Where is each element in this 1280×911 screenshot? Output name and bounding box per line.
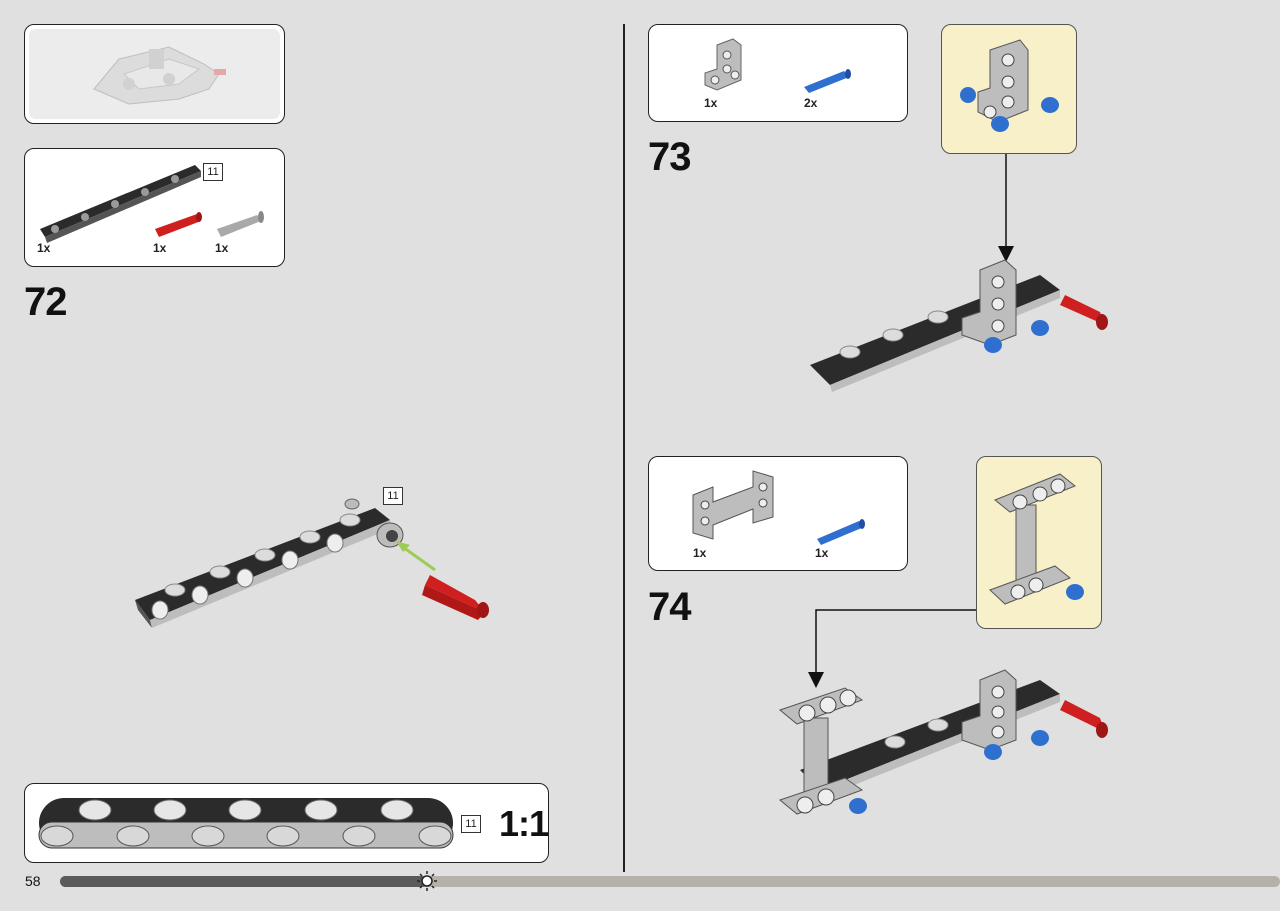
scale-callout-box: 11 1:1 <box>24 783 549 863</box>
h-connector-icon <box>692 470 774 540</box>
progress-fill <box>60 876 427 887</box>
scale-label: 1:1 <box>499 803 549 844</box>
insert-arrow-icon <box>399 543 436 572</box>
part-qty: 2x <box>804 96 818 110</box>
page-number: 58 <box>25 873 41 889</box>
part-qty: 1x <box>153 241 167 255</box>
gray-pin-icon <box>217 211 264 237</box>
part-qty: 1x <box>815 546 829 560</box>
part-qty: 1x <box>37 241 51 255</box>
progress-track <box>60 876 1280 887</box>
step-number: 73 <box>648 135 691 179</box>
attach-arrow-icon <box>815 609 976 675</box>
step-73-parts-box: 1x 2x <box>648 24 908 122</box>
model-preview-icon <box>93 46 226 105</box>
beam-11-icon <box>40 165 201 243</box>
beam-scale-icon <box>38 798 454 849</box>
step-72-parts-art <box>40 165 264 243</box>
l-bracket-icon <box>704 38 742 91</box>
step-74-parts-box: 1x 1x <box>648 456 908 571</box>
step-72-parts-box: 11 1x 1x 1x <box>24 148 285 267</box>
step-73-assembly-icon <box>810 259 1108 392</box>
page-divider <box>623 24 625 872</box>
step-number: 72 <box>24 280 67 324</box>
length-badge: 11 <box>461 815 481 833</box>
red-pin-icon <box>155 212 202 237</box>
overview-thumbnail <box>29 29 280 119</box>
length-badge: 11 <box>203 163 223 181</box>
blue-pin-icon <box>960 87 1059 132</box>
step-number: 74 <box>648 585 691 629</box>
step-74-parts-art <box>692 470 865 545</box>
blue-pin-icon <box>804 69 851 93</box>
l-bracket-icon <box>977 39 1029 123</box>
part-qty: 1x <box>693 546 707 560</box>
beam-assembly-icon <box>135 498 404 628</box>
subassembly-callout <box>976 456 1102 629</box>
step-73-parts-art <box>704 38 851 93</box>
red-pin-icon <box>422 575 489 620</box>
blue-pin-icon <box>1066 584 1084 600</box>
length-badge: 11 <box>383 487 403 505</box>
h-connector-icon <box>989 473 1076 605</box>
blue-pin-icon <box>817 519 865 545</box>
part-qty: 1x <box>704 96 718 110</box>
step-74-assembly-icon <box>778 669 1108 815</box>
overview-thumbnail-box <box>24 24 285 124</box>
part-qty: 1x <box>215 241 229 255</box>
